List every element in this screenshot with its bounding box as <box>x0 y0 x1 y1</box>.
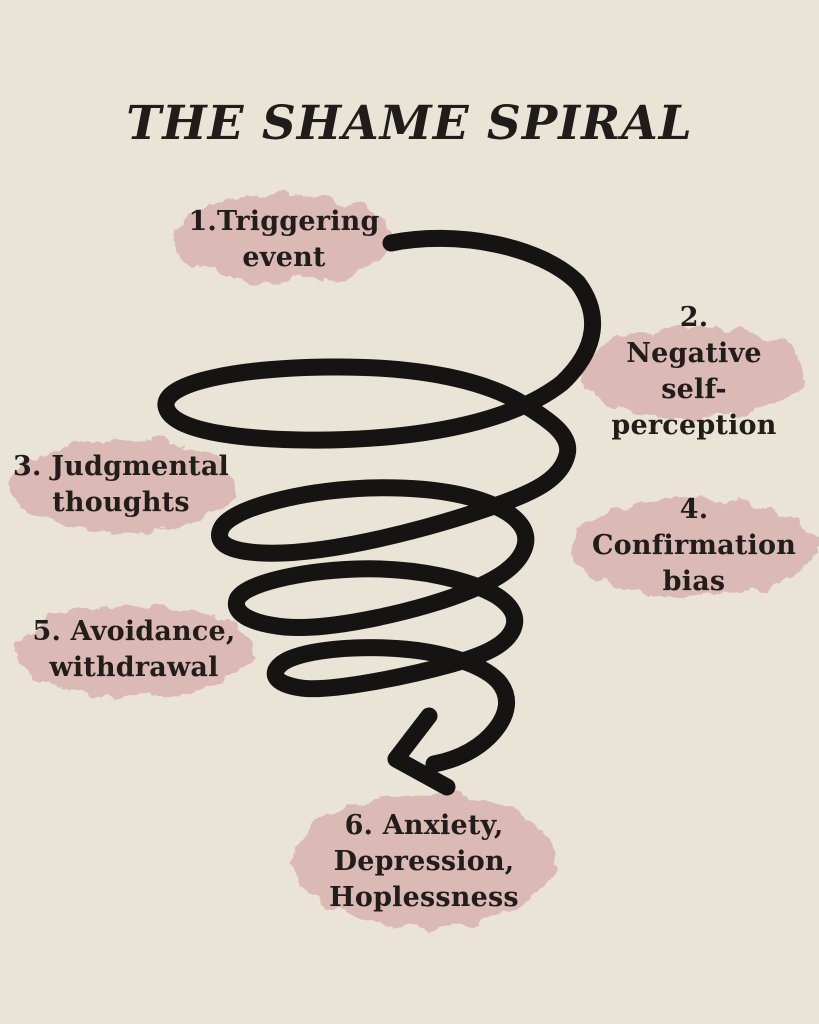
step-label-6: 6. Anxiety, Depression, Hoplessness <box>329 810 519 913</box>
label-blobs <box>10 194 818 928</box>
step-label-4: 4. Confirmation bias <box>591 494 797 597</box>
spiral-line <box>157 229 602 773</box>
step-label-3: 3. Judgmental thoughts <box>13 451 229 518</box>
page-title: THE SHAME SPIRAL <box>126 96 693 151</box>
blob-step-2 <box>582 327 806 419</box>
step-label-1: 1.Triggering event <box>188 206 380 273</box>
step-label-5: 5. Avoidance, withdrawal <box>32 616 236 683</box>
blob-step-4 <box>570 500 818 596</box>
blob-step-5 <box>17 604 251 698</box>
spiral-arrowhead-icon <box>387 707 456 796</box>
blob-step-3 <box>10 439 234 533</box>
blob-step-6 <box>292 794 556 928</box>
blob-step-1 <box>174 194 394 282</box>
step-label-2: 2. Negative self- perception <box>611 302 777 441</box>
